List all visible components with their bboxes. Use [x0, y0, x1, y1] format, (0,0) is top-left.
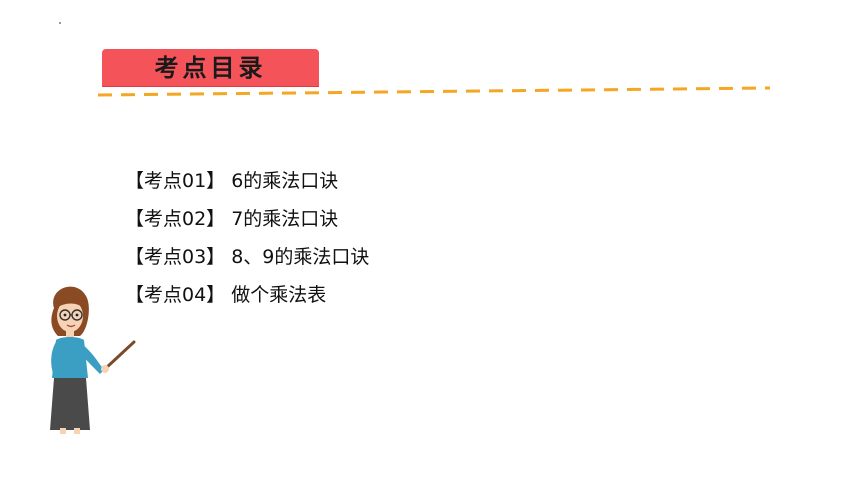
- toc-item-03[interactable]: 【考点03】8、9的乘法口诀: [125, 242, 369, 280]
- toc-item-04[interactable]: 【考点04】做个乘法表: [125, 280, 369, 318]
- toc-item-label: 7的乘法口诀: [231, 208, 339, 230]
- teacher-icon: [50, 286, 136, 434]
- toc-item-01[interactable]: 【考点01】6的乘法口诀: [125, 166, 369, 204]
- toc-item-label: 8、9的乘法口诀: [231, 246, 370, 268]
- page-title: 考点目录: [154, 53, 267, 82]
- toc-item-label: 做个乘法表: [231, 284, 327, 306]
- dashed-divider: [97, 86, 771, 97]
- toc-item-tag: 【考点04】: [125, 284, 226, 306]
- toc-item-tag: 【考点03】: [125, 246, 226, 268]
- title-tab: 考点目录: [102, 49, 319, 86]
- toc-item-tag: 【考点02】: [125, 208, 226, 230]
- toc-item-02[interactable]: 【考点02】7的乘法口诀: [125, 204, 369, 242]
- toc-item-tag: 【考点01】: [125, 170, 226, 192]
- toc-list: 【考点01】6的乘法口诀 【考点02】7的乘法口诀 【考点03】8、9的乘法口诀…: [125, 166, 369, 318]
- toc-item-label: 6的乘法口诀: [231, 170, 339, 192]
- corner-dot: [59, 22, 61, 24]
